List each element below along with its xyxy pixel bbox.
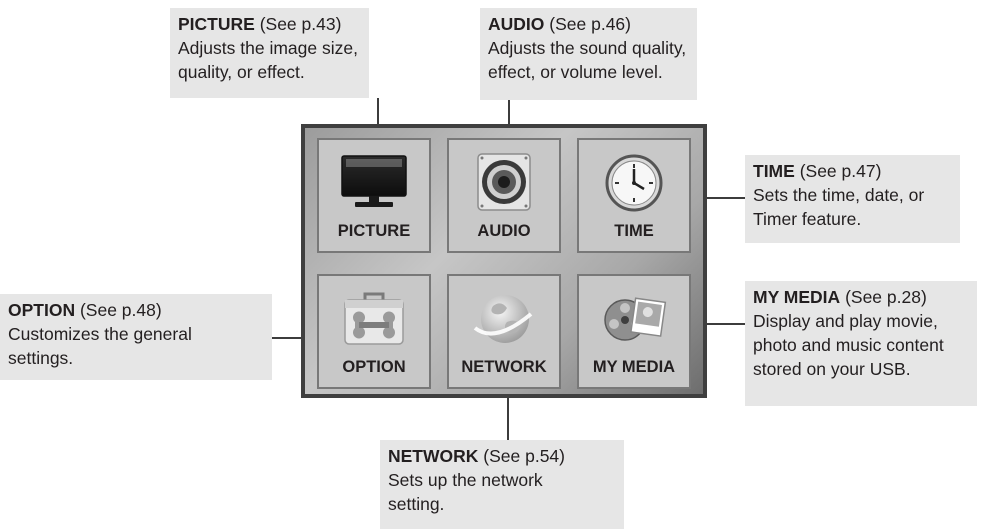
callout-title: MY MEDIA: [753, 287, 841, 307]
menu-tile-label: PICTURE: [337, 222, 411, 240]
media-icon: [604, 297, 667, 341]
callout-page-ref: (See p.46): [549, 14, 631, 34]
menu-tile-my-media[interactable]: MY MEDIA: [577, 274, 691, 389]
menu-tile-network[interactable]: NETWORK: [447, 274, 561, 389]
option-callout: OPTION (See p.48) Customizes the general…: [0, 294, 272, 380]
time-connector: [690, 197, 745, 199]
menu-tile-option[interactable]: OPTION: [317, 274, 431, 389]
callout-page-ref: (See p.48): [79, 300, 162, 320]
menu-tile-picture[interactable]: PICTURE: [317, 138, 431, 253]
callout-description: quality, or effect.: [178, 62, 305, 82]
tv-monitor-icon: [341, 155, 407, 207]
callout-description: Sets the time, date, or: [753, 185, 925, 205]
globe-icon: [473, 295, 533, 343]
menu-tile-label: OPTION: [342, 358, 406, 376]
picture-connector: [377, 98, 379, 144]
time-callout: TIME (See p.47) Sets the time, date, or …: [745, 155, 960, 243]
callout-description: Display and play movie,: [753, 311, 938, 331]
callout-page-ref: (See p.43): [259, 14, 342, 34]
callout-description: stored on your USB.: [753, 359, 911, 379]
callout-description: Adjusts the image size,: [178, 38, 358, 58]
option-connector: [272, 337, 314, 339]
menu-tile-label: NETWORK: [461, 358, 547, 376]
menu-tile-label: MY MEDIA: [592, 358, 676, 376]
home-menu-panel: PICTURE AUDIO TIME: [301, 124, 707, 398]
callout-title: OPTION: [8, 300, 76, 320]
callout-description: Customizes the general: [8, 324, 192, 344]
callout-title: AUDIO: [488, 14, 545, 34]
network-callout: NETWORK (See p.54) Sets up the network s…: [380, 440, 624, 529]
callout-description: settings.: [8, 348, 74, 368]
callout-description: photo and music content: [753, 335, 944, 355]
callout-page-ref: (See p.47): [799, 161, 882, 181]
toolbox-icon: [344, 292, 404, 345]
audio-callout: AUDIO (See p.46) Adjusts the sound quali…: [480, 8, 697, 100]
callout-page-ref: (See p.28): [845, 287, 927, 307]
callout-description: Timer feature.: [753, 209, 862, 229]
callout-title: PICTURE: [178, 14, 255, 34]
callout-page-ref: (See p.54): [483, 446, 565, 466]
clock-icon: [605, 154, 663, 212]
callout-description: setting.: [388, 494, 445, 514]
callout-title: NETWORK: [388, 446, 479, 466]
callout-description: Adjusts the sound quality,: [488, 38, 687, 58]
callout-description: Sets up the network: [388, 470, 543, 490]
picture-callout: PICTURE (See p.43) Adjusts the image siz…: [170, 8, 369, 98]
speaker-icon: [477, 153, 531, 211]
menu-tile-label: TIME: [614, 222, 654, 240]
my-media-callout: MY MEDIA (See p.28) Display and play mov…: [745, 281, 977, 406]
callout-title: TIME: [753, 161, 795, 181]
network-connector: [507, 392, 509, 443]
menu-tile-audio[interactable]: AUDIO: [447, 138, 561, 253]
my-media-connector: [690, 323, 745, 325]
callout-description: effect, or volume level.: [488, 62, 663, 82]
menu-tile-time[interactable]: TIME: [577, 138, 691, 253]
menu-tile-label: AUDIO: [477, 222, 531, 240]
